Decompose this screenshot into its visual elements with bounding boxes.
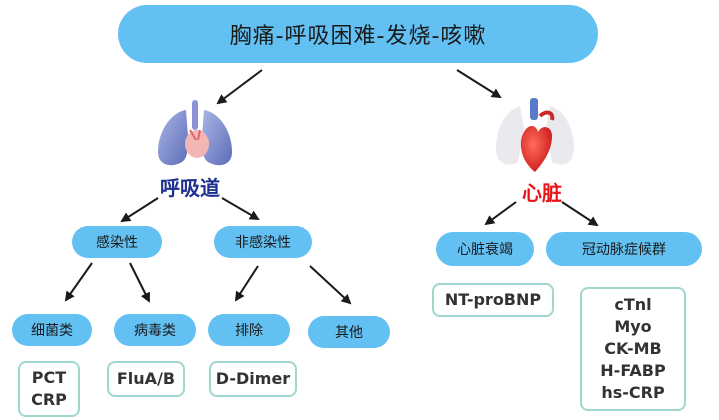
node-exclude: 排除 [208,314,290,346]
respiratory-label: 呼吸道 [160,176,220,200]
marker-flu: FluA/B [116,369,176,388]
marker-pct: PCT [31,368,67,387]
marker-crp: CRP [31,390,67,409]
markers-bacterial: PCT CRP [18,361,80,417]
title-text: 胸痛-呼吸困难-发烧-咳嗽 [229,24,487,49]
node-bacterial: 细菌类 [12,314,92,346]
markers-heart-failure: NT-proBNP [432,283,554,317]
node-viral-label: 病毒类 [134,323,176,339]
arrow-resp-to-infectious [120,197,159,223]
node-viral: 病毒类 [114,314,196,346]
arrow-noninf-to-other [309,265,352,305]
arrow-resp-to-noninfectious [221,197,260,221]
node-infectious-label: 感染性 [96,235,138,251]
marker-ctnl: cTnl [614,295,652,314]
lungs-icon [158,100,232,166]
heart-label: 心脏 [522,181,562,205]
arrow-heart-to-failure [484,201,517,226]
arrow-infectious-to-viral [129,262,150,303]
node-acs-label: 冠动脉症候群 [582,242,666,258]
arrow-title-to-respiratory [216,69,263,105]
heart-icon [496,98,574,172]
node-other-label: 其他 [335,325,363,341]
marker-myo: Myo [614,317,652,336]
markers-acs: cTnl Myo CK-MB H-FABP hs-CRP [580,287,686,411]
node-infectious: 感染性 [72,226,162,258]
arrow-title-to-heart [456,69,502,99]
node-other: 其他 [308,316,390,348]
title-pill: 胸痛-呼吸困难-发烧-咳嗽 [118,5,598,63]
markers-exclude: D-Dimer [209,361,297,397]
marker-nt-probnp: NT-proBNP [444,290,542,309]
marker-h-fabp: H-FABP [600,361,666,380]
markers-viral: FluA/B [107,361,185,397]
node-bacterial-label: 细菌类 [31,323,73,339]
marker-d-dimer: D-Dimer [215,369,291,388]
arrow-heart-to-acs [561,201,599,227]
node-heart-failure: 心脏衰竭 [436,232,534,266]
arrow-infectious-to-bacterial [64,262,93,302]
node-heart-failure-label: 心脏衰竭 [457,242,513,258]
node-exclude-label: 排除 [235,323,263,339]
marker-hs-crp: hs-CRP [601,383,665,402]
arrow-noninf-to-exclude [234,265,259,302]
node-non-infectious: 非感染性 [214,226,312,258]
node-non-infectious-label: 非感染性 [235,235,291,251]
marker-ck-mb: CK-MB [604,339,662,358]
node-acs: 冠动脉症候群 [546,232,702,266]
